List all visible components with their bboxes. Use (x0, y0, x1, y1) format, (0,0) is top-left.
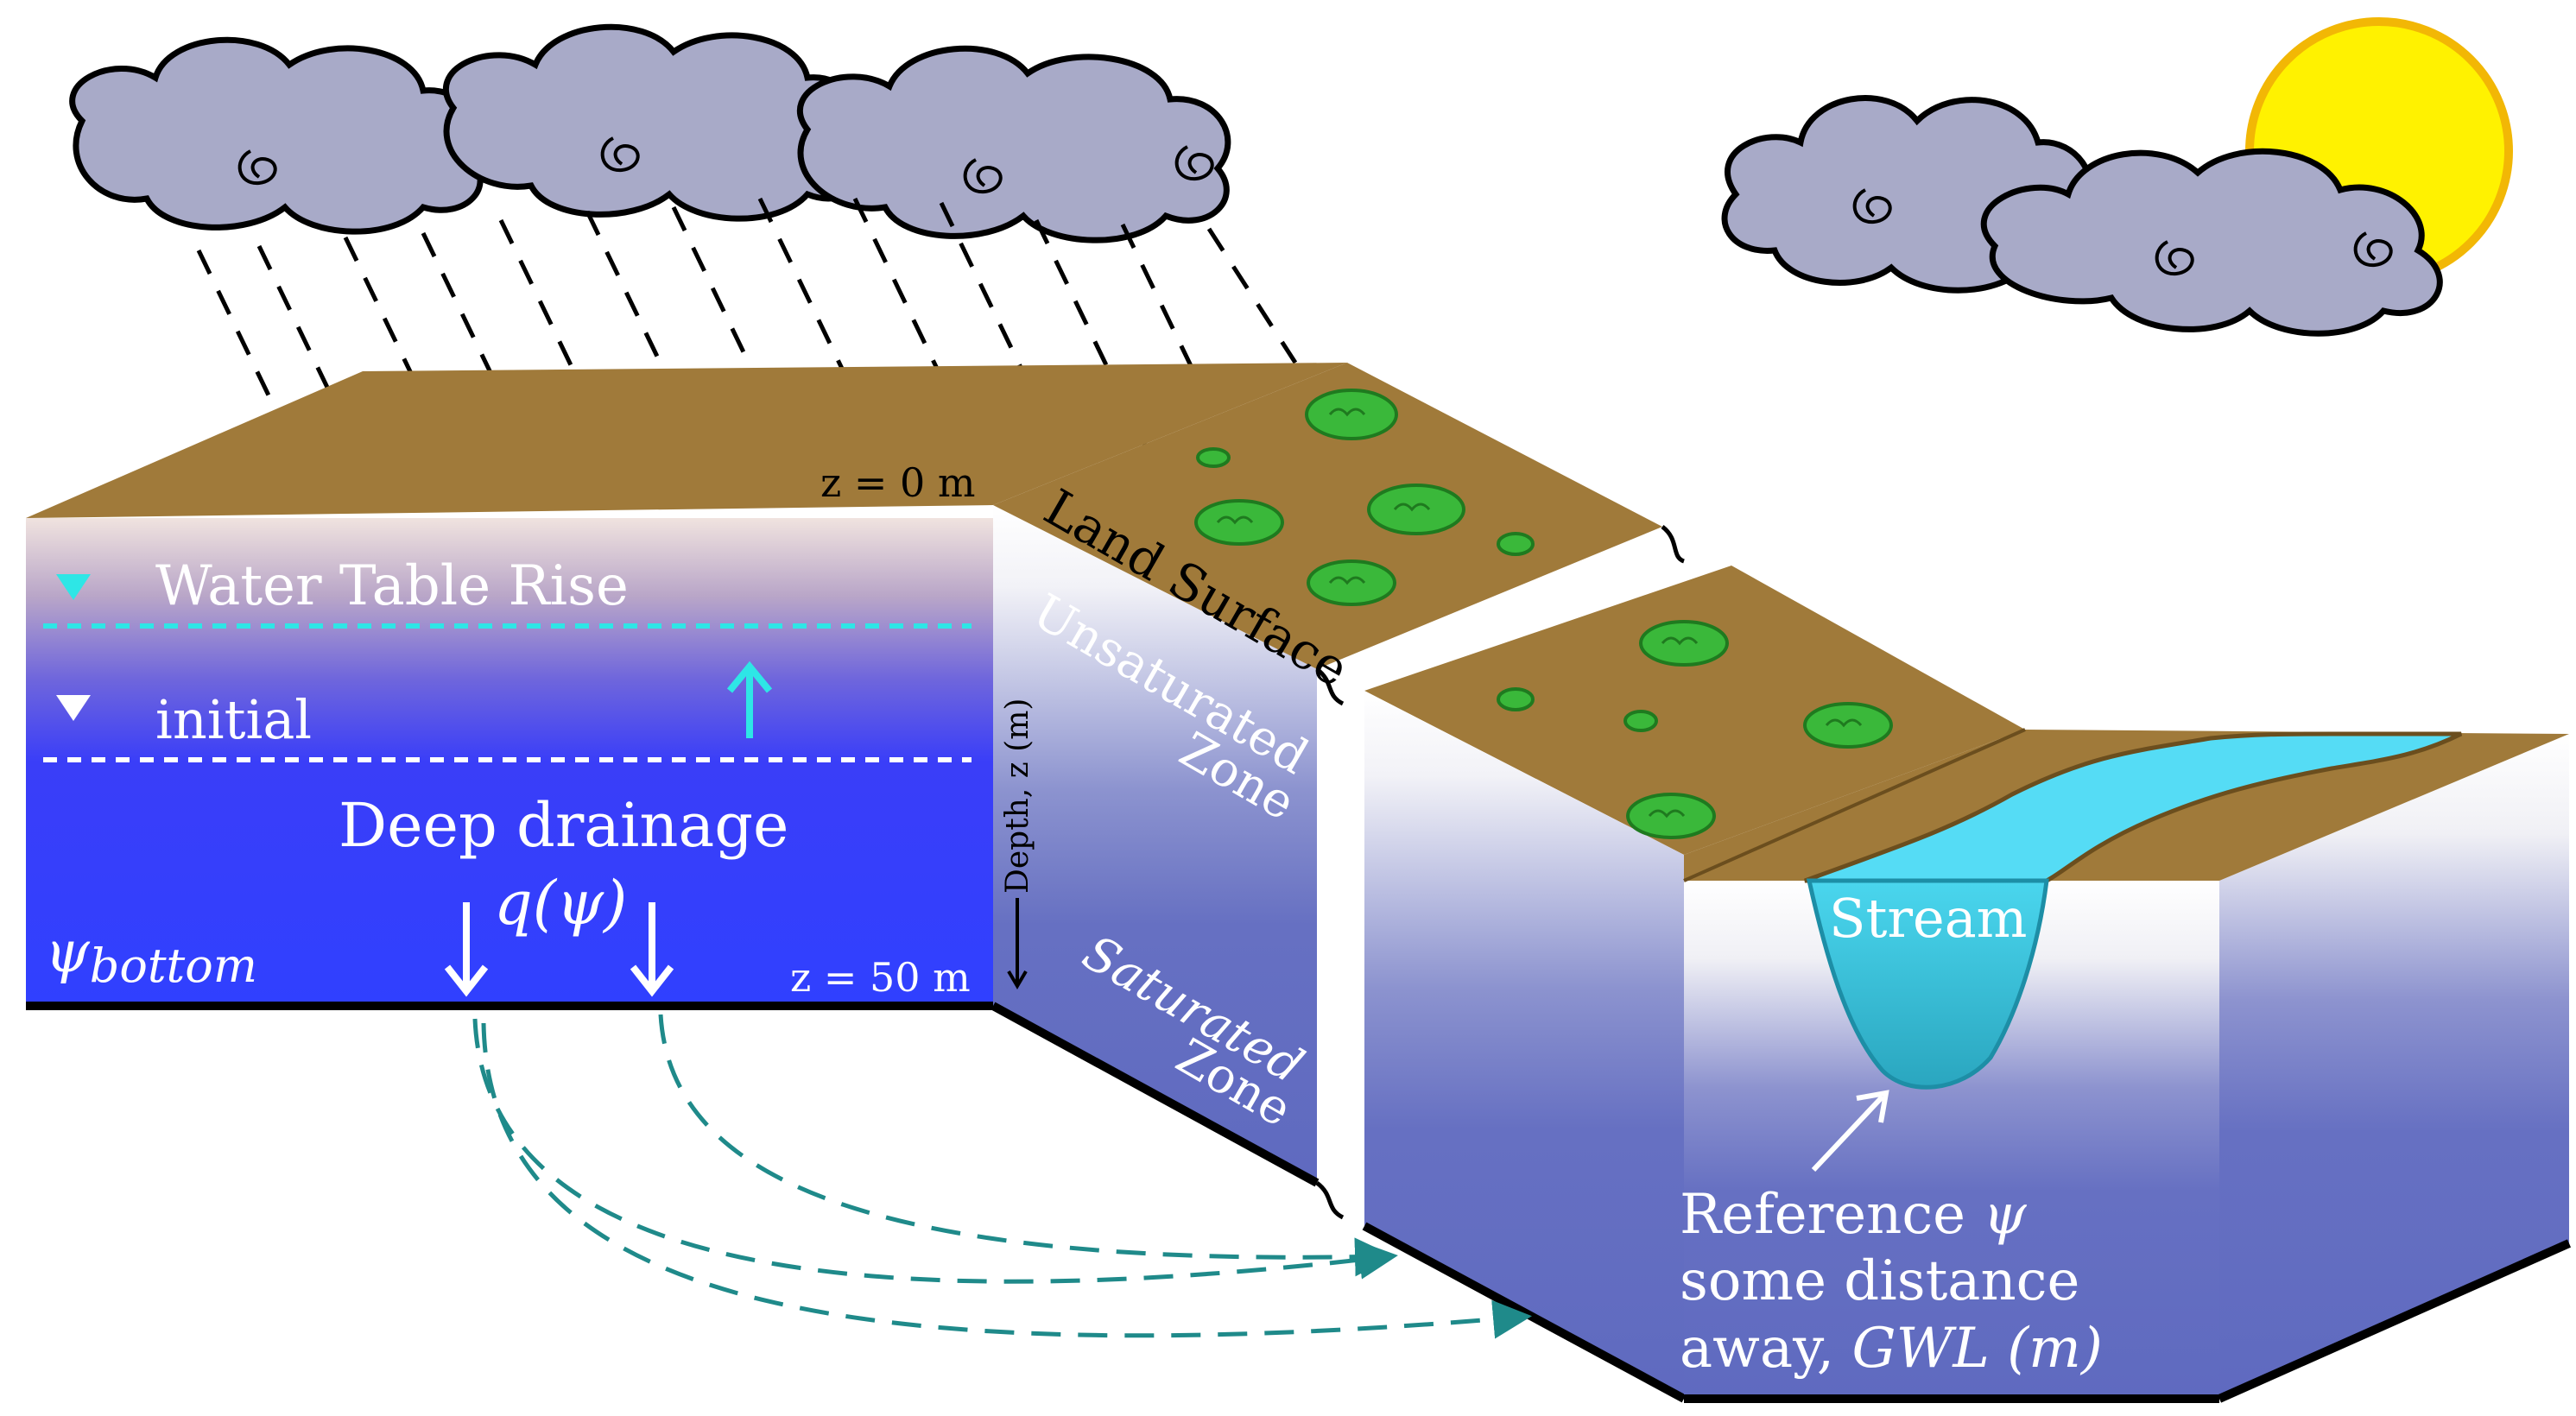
cloud-icon (797, 45, 1231, 243)
psi-symbol: ψ (45, 919, 91, 985)
down-arrow-icon (444, 902, 674, 997)
cloud-swirls (237, 136, 2393, 276)
flow-arrow (472, 1018, 1398, 1284)
depth-axis-label: Depth, z (m) (1000, 699, 1035, 894)
reference-text: Reference (1680, 1183, 1983, 1247)
depth-axis-arrow (1007, 898, 1028, 989)
reference-line-1: Reference ψ (1680, 1183, 2027, 1247)
psi-bottom-label: ψbottom (45, 919, 257, 993)
land-surface-top-left (26, 363, 1347, 518)
deep-drainage-label: Deep drainage (339, 790, 788, 861)
land-surface-slope-1 (993, 363, 1662, 669)
reference-psi: ψ (1983, 1183, 2027, 1247)
break-markers (1315, 525, 1686, 1220)
land-surface-slope-2 (1364, 566, 2025, 855)
water-table-triangle-icon (56, 695, 91, 721)
flow-arrow (481, 1022, 1532, 1339)
up-arrow-icon (726, 661, 773, 738)
water-table-rise-label: Water Table Rise (155, 554, 629, 618)
stream-channel (1806, 878, 2049, 1090)
cloud-icon (1980, 148, 2443, 337)
initial-label: initial (155, 688, 312, 751)
reference-gwl: GWL (m) (1851, 1317, 2102, 1381)
psi-subscript: bottom (90, 939, 257, 993)
stream-label: Stream (1829, 887, 2027, 950)
q-psi-label: q(ψ) (494, 868, 627, 939)
cloud-icon (69, 36, 484, 235)
right-block-right-face (2219, 734, 2569, 1399)
reference-arrow (1811, 1090, 1889, 1173)
flow-arrow (658, 1014, 1394, 1277)
right-block-left-face (1364, 691, 1684, 1399)
shrub-icon (1194, 389, 1893, 839)
right-block-front (1684, 881, 2219, 1399)
reference-line-2: some distance (1680, 1249, 2079, 1313)
reference-away: away, (1680, 1317, 1851, 1381)
water-table-triangle-icon (56, 574, 91, 600)
reference-line-3: away, GWL (m) (1680, 1317, 2103, 1381)
river-surface (1804, 731, 2463, 883)
z-top-label: z = 0 m (820, 459, 976, 506)
unsaturated-zone-panel (993, 505, 1317, 1183)
z-bottom-label: z = 50 m (790, 954, 971, 1001)
